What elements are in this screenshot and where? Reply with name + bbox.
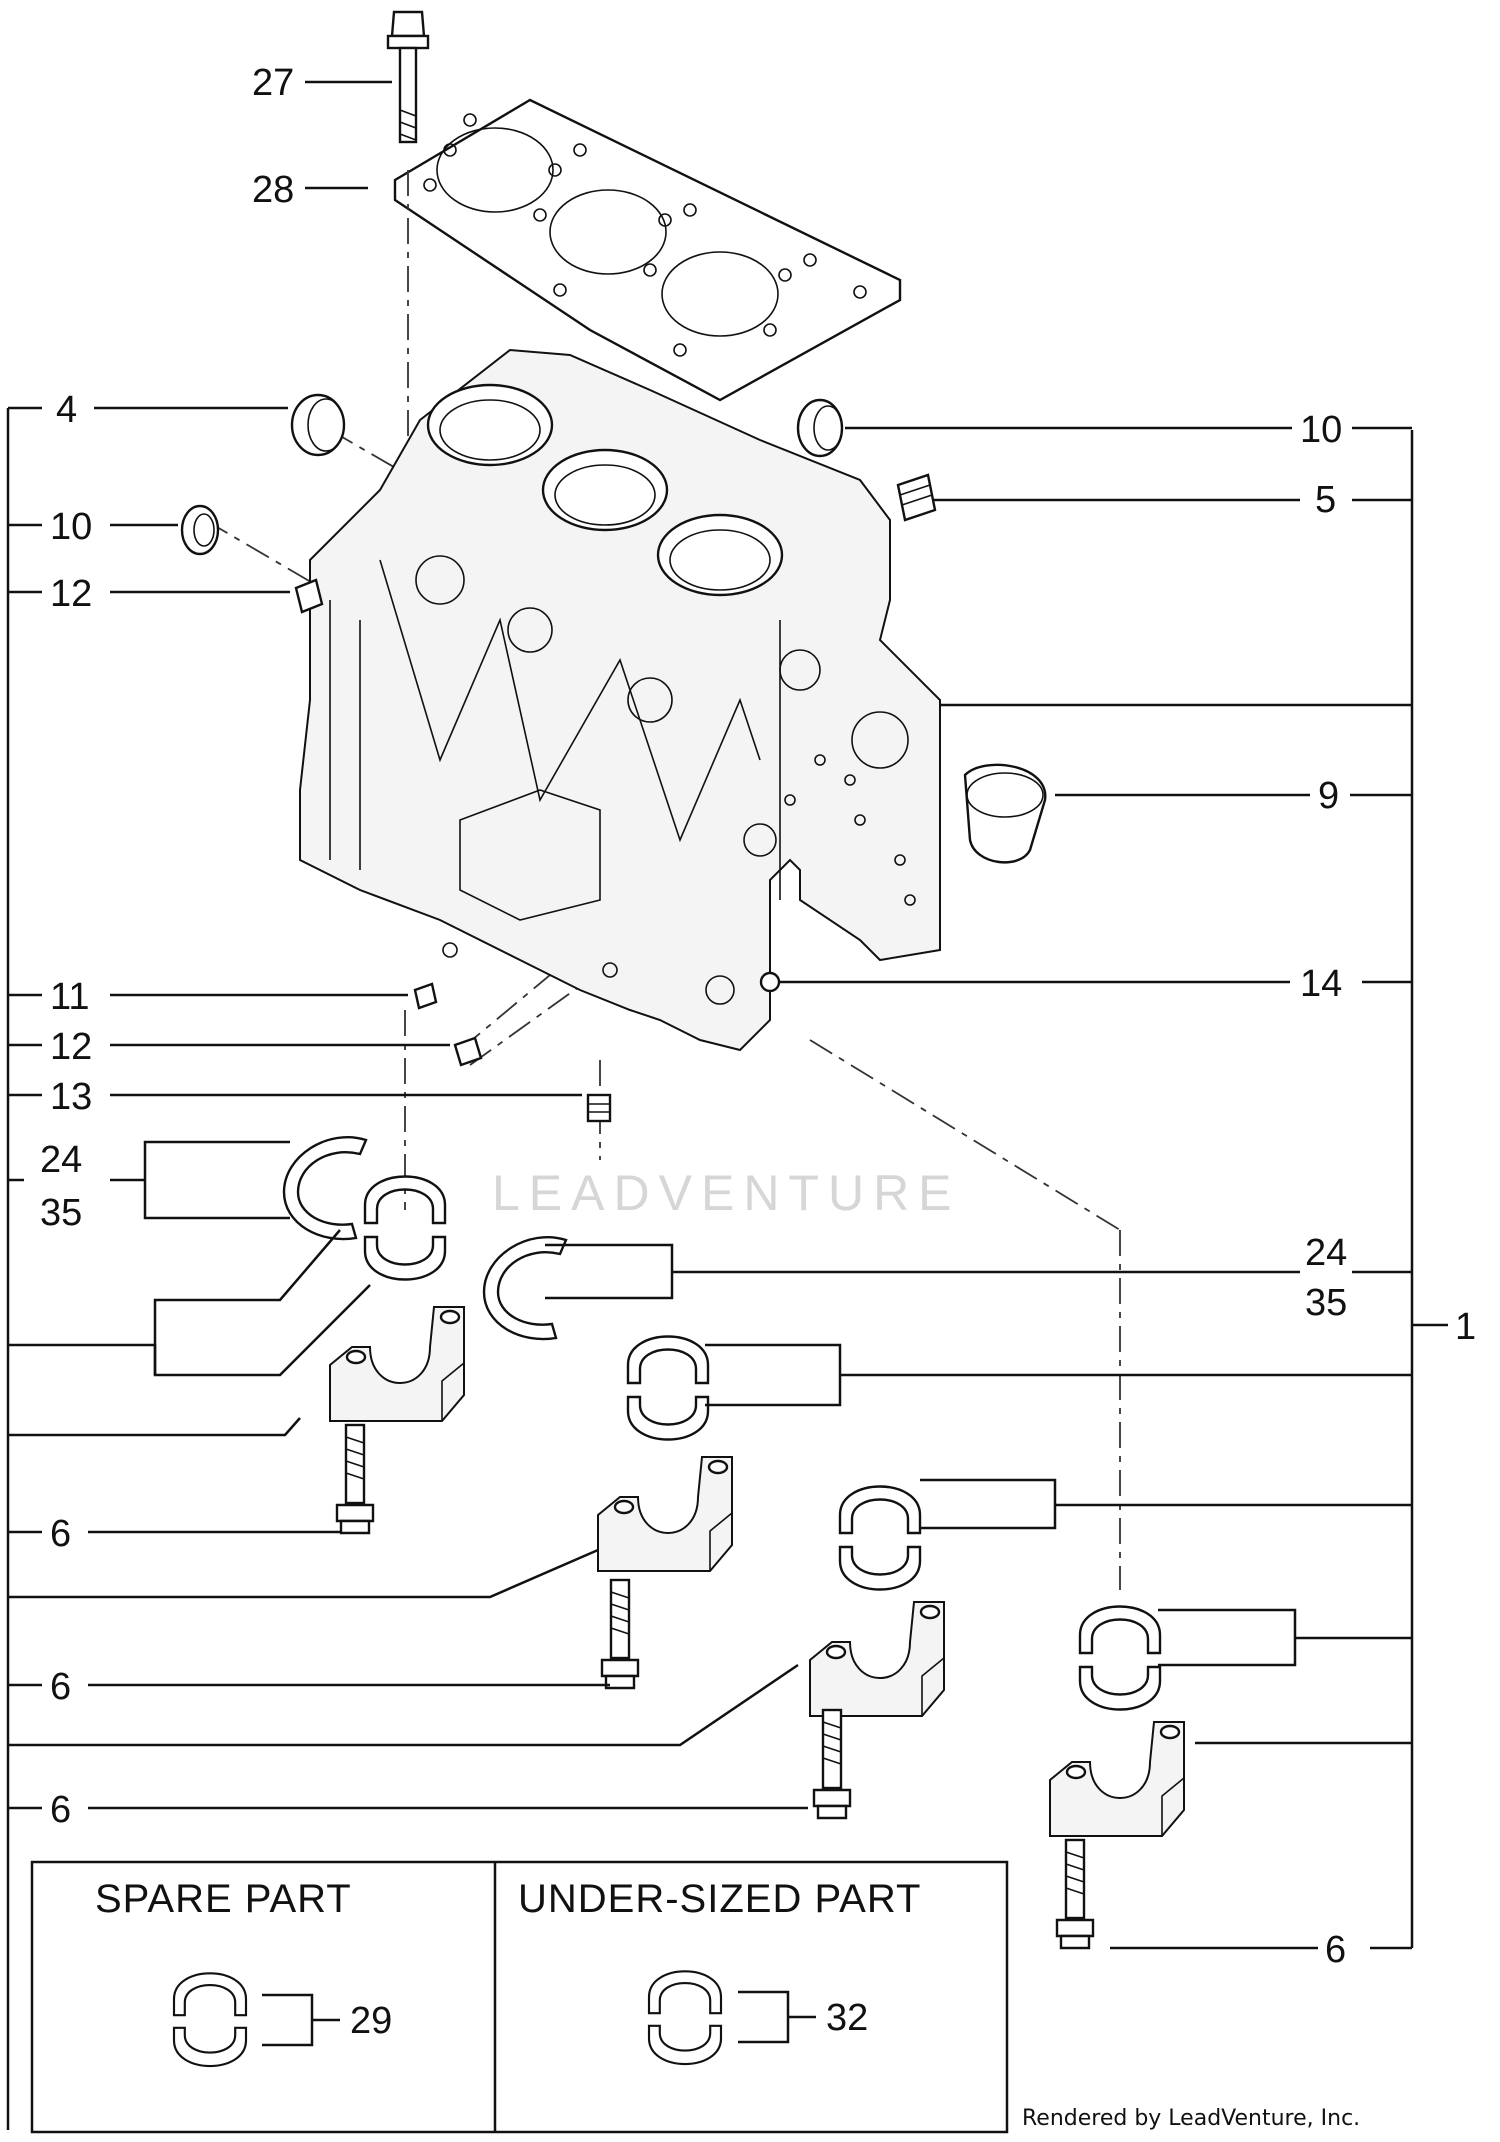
- cap-bolt-4: [1055, 1838, 1095, 1950]
- callout-labels: 27 28 4 10 5 10 12 9 11 14 12 13 24 35 2…: [40, 62, 1476, 1971]
- bearing-cap-1: [328, 1305, 466, 1423]
- callout-28: 28: [252, 169, 294, 211]
- callout-32: 32: [826, 1997, 868, 2039]
- plug-10-right: [796, 398, 844, 458]
- callout-14: 14: [1300, 963, 1342, 1005]
- head-bolt-27: [386, 10, 430, 144]
- plug-4: [290, 393, 346, 457]
- callout-35-left: 35: [40, 1192, 82, 1234]
- callout-6-b: 6: [50, 1666, 71, 1708]
- plug-10-left: [180, 504, 220, 556]
- plug-5: [896, 473, 937, 522]
- callout-5: 5: [1315, 479, 1336, 521]
- callout-6-d: 6: [1325, 1929, 1346, 1971]
- callout-27: 27: [252, 62, 294, 104]
- undersized-bearing-shell: [647, 1970, 723, 2066]
- callout-24-right: 24: [1305, 1232, 1347, 1274]
- cap-bolt-3: [812, 1708, 852, 1820]
- screw-12-top: [294, 578, 324, 614]
- bearing-cap-4: [1048, 1720, 1186, 1838]
- plug-14: [759, 971, 781, 993]
- screw-11: [413, 982, 438, 1010]
- bearing-cap-3: [808, 1600, 946, 1718]
- callout-12-bottom: 12: [50, 1026, 92, 1068]
- callout-10-left: 10: [50, 506, 92, 548]
- cap-bolt-1: [335, 1423, 375, 1535]
- callout-24-left: 24: [40, 1139, 82, 1181]
- callout-9: 9: [1318, 775, 1339, 817]
- undersized-part-title: UNDER-SIZED PART: [518, 1877, 921, 1921]
- callout-12-top: 12: [50, 573, 92, 615]
- callout-29: 29: [350, 2000, 392, 2042]
- callout-6-a: 6: [50, 1513, 71, 1555]
- callout-35-right: 35: [1305, 1282, 1347, 1324]
- bearing-shell-2: [626, 1335, 710, 1441]
- spare-part-title: SPARE PART: [95, 1877, 352, 1921]
- legend-box: SPARE PART UNDER-SIZED PART 29 32: [30, 1860, 1009, 2134]
- callout-6-c: 6: [50, 1789, 71, 1831]
- thrust-washer-right: [482, 1235, 568, 1341]
- cylinder-block: [299, 348, 941, 1052]
- plug-13: [586, 1093, 612, 1123]
- bearing-cap-2: [596, 1455, 734, 1573]
- callout-4: 4: [56, 389, 77, 431]
- callout-11: 11: [50, 976, 89, 1018]
- bearing-shell-3: [838, 1485, 922, 1591]
- bearing-shell-4: [1078, 1605, 1162, 1711]
- leader-lines: [8, 80, 1412, 1950]
- callout-10-right: 10: [1300, 409, 1342, 451]
- head-gasket: [393, 98, 902, 402]
- callout-1: 1: [1455, 1306, 1476, 1348]
- watermark: LEADVENTURE: [492, 1165, 961, 1221]
- callout-13: 13: [50, 1076, 92, 1118]
- screw-12-bottom: [453, 1036, 483, 1067]
- thrust-washer-left: [282, 1135, 368, 1241]
- spare-bearing-shell: [172, 1972, 248, 2068]
- bearing-bush-9: [963, 763, 1047, 864]
- cap-bolt-2: [600, 1578, 640, 1690]
- render-credit: Rendered by LeadVenture, Inc.: [1022, 2106, 1360, 2131]
